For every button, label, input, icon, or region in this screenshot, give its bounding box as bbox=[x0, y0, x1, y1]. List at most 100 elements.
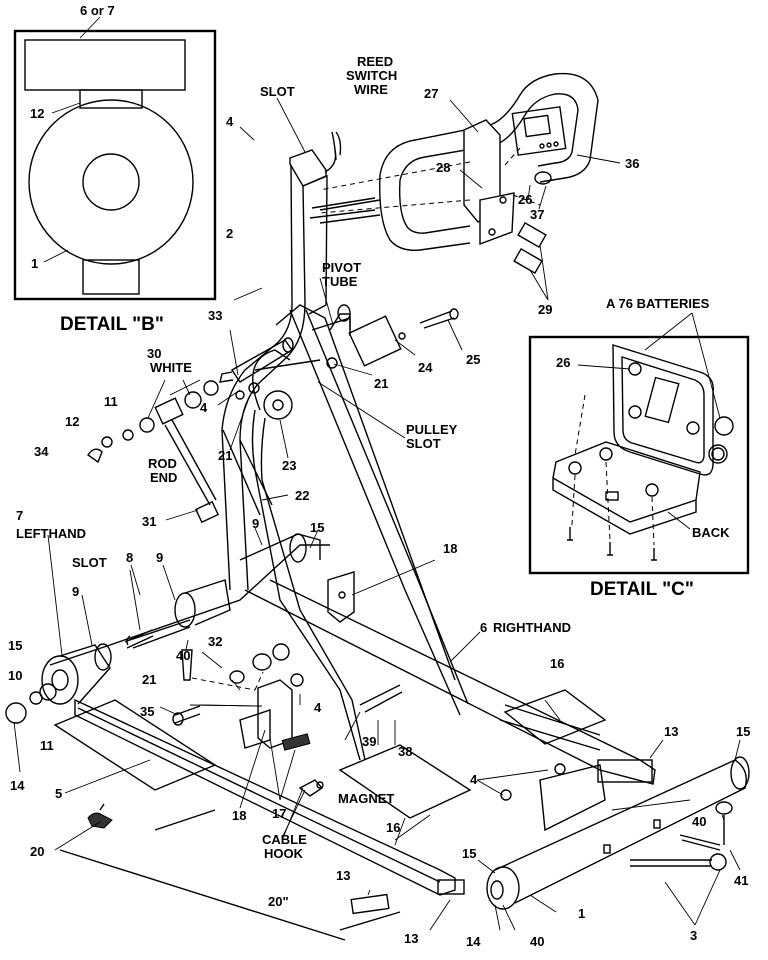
left-end-cap bbox=[41, 655, 79, 705]
part-number: 13 bbox=[336, 868, 350, 883]
part-number: 32 bbox=[208, 634, 222, 649]
part-number: 4 bbox=[470, 772, 478, 787]
label-cable-2: HOOK bbox=[264, 846, 304, 861]
part-number: 26 bbox=[518, 192, 532, 207]
handlebar bbox=[379, 72, 599, 183]
part-number: 37 bbox=[530, 207, 544, 222]
label-lefthand: LEFTHAND bbox=[16, 526, 86, 541]
detail-b-tube bbox=[24, 39, 186, 91]
part-number: 24 bbox=[418, 360, 433, 375]
detail-c-tray bbox=[552, 441, 701, 523]
part-number: 11 bbox=[40, 738, 54, 753]
part-number: 41 bbox=[734, 873, 748, 888]
label-pulley-1: PULLEY bbox=[406, 422, 458, 437]
part-number: 21 bbox=[218, 448, 232, 463]
label-pivot-2: TUBE bbox=[322, 274, 358, 289]
console-display bbox=[523, 114, 551, 138]
part-number: 14 bbox=[466, 934, 481, 949]
part-number: 40 bbox=[692, 814, 706, 829]
part-number: 21 bbox=[374, 376, 388, 391]
part-number: 17 bbox=[272, 806, 286, 821]
part-number: 4 bbox=[200, 400, 208, 415]
part-number: 40 bbox=[176, 648, 190, 663]
part-number: 15 bbox=[310, 520, 324, 535]
part-number: 18 bbox=[232, 808, 246, 823]
label-white: WHITE bbox=[150, 360, 192, 375]
part-number: 15 bbox=[8, 638, 22, 653]
part-number: 14 bbox=[10, 778, 25, 793]
part-number: 16 bbox=[386, 820, 400, 835]
part-number: 1 bbox=[578, 906, 585, 921]
part-number: 20 bbox=[30, 844, 44, 859]
label-reed-2: SWITCH bbox=[346, 68, 397, 83]
label-rod-1: ROD bbox=[148, 456, 177, 471]
part-number: 6 bbox=[480, 620, 487, 635]
label-cable-1: CABLE bbox=[262, 832, 307, 847]
part-number: 16 bbox=[550, 656, 564, 671]
handlebar-assembly bbox=[319, 72, 599, 275]
part-number: 38 bbox=[398, 744, 412, 759]
part-number: 35 bbox=[140, 704, 154, 719]
right-end-cap bbox=[486, 866, 520, 910]
label-dim-20: 20" bbox=[268, 894, 289, 909]
part-number: 13 bbox=[664, 724, 678, 739]
console bbox=[511, 106, 567, 156]
detail-b-12-label: 12 bbox=[30, 106, 44, 121]
part-number: 25 bbox=[466, 352, 480, 367]
label-magnet: MAGNET bbox=[338, 791, 394, 806]
label-rod-2: END bbox=[150, 470, 177, 485]
part-number: 13 bbox=[404, 931, 418, 946]
part-number: 36 bbox=[625, 156, 639, 171]
label-slot-top: SLOT bbox=[260, 84, 295, 99]
detail-b-hub bbox=[82, 153, 140, 211]
detail-b bbox=[13, 16, 217, 301]
part-number: 21 bbox=[142, 672, 156, 687]
part-number: 8 bbox=[126, 550, 133, 565]
detail-c-back-label: BACK bbox=[692, 525, 730, 540]
part-number: 3 bbox=[690, 928, 697, 943]
pulley bbox=[263, 390, 293, 420]
detail-c-cover bbox=[612, 344, 714, 476]
part-number: 28 bbox=[436, 160, 450, 175]
part-number: 18 bbox=[443, 541, 457, 556]
label-pivot-1: PIVOT bbox=[322, 260, 361, 275]
pivot-block bbox=[348, 315, 402, 367]
label-reed-3: WIRE bbox=[354, 82, 388, 97]
label-slot-left: SLOT bbox=[72, 555, 107, 570]
part-number: 29 bbox=[538, 302, 552, 317]
part-number: 10 bbox=[8, 668, 22, 683]
part-number: 34 bbox=[34, 444, 49, 459]
crank-parts bbox=[87, 337, 294, 524]
part-number: 9 bbox=[252, 516, 259, 531]
part-number: 4 bbox=[226, 114, 234, 129]
label-pulley-2: SLOT bbox=[406, 436, 441, 451]
detail-b-top-label: 6 or 7 bbox=[80, 3, 115, 18]
label-righthand: RIGHTHAND bbox=[493, 620, 571, 635]
part-number: 22 bbox=[295, 488, 309, 503]
detail-b-frame bbox=[13, 29, 217, 301]
part-number: 15 bbox=[462, 846, 476, 861]
part-number: 30 bbox=[147, 346, 161, 361]
part-number: 33 bbox=[208, 308, 222, 323]
part-number: 9 bbox=[156, 550, 163, 565]
detail-c-batteries-label: A 76 BATTERIES bbox=[606, 296, 710, 311]
detail-b-1-label: 1 bbox=[31, 256, 38, 271]
part-number: 5 bbox=[55, 786, 62, 801]
leader-lines bbox=[13, 97, 741, 931]
detail-c-26-label: 26 bbox=[556, 355, 570, 370]
detail-c-title: DETAIL "C" bbox=[590, 579, 694, 600]
part-number: 12 bbox=[65, 414, 79, 429]
part-number: 15 bbox=[736, 724, 750, 739]
detail-b-base bbox=[82, 259, 140, 295]
part-number: 4 bbox=[314, 700, 322, 715]
detail-c-frame bbox=[528, 335, 750, 575]
part-number: 40 bbox=[530, 934, 544, 949]
part-number: 9 bbox=[72, 584, 79, 599]
detail-b-title: DETAIL "B" bbox=[60, 314, 164, 335]
part-number: 27 bbox=[424, 86, 438, 101]
part-number: 39 bbox=[362, 734, 376, 749]
part-number: 11 bbox=[104, 394, 118, 409]
upright-frame bbox=[221, 131, 469, 716]
